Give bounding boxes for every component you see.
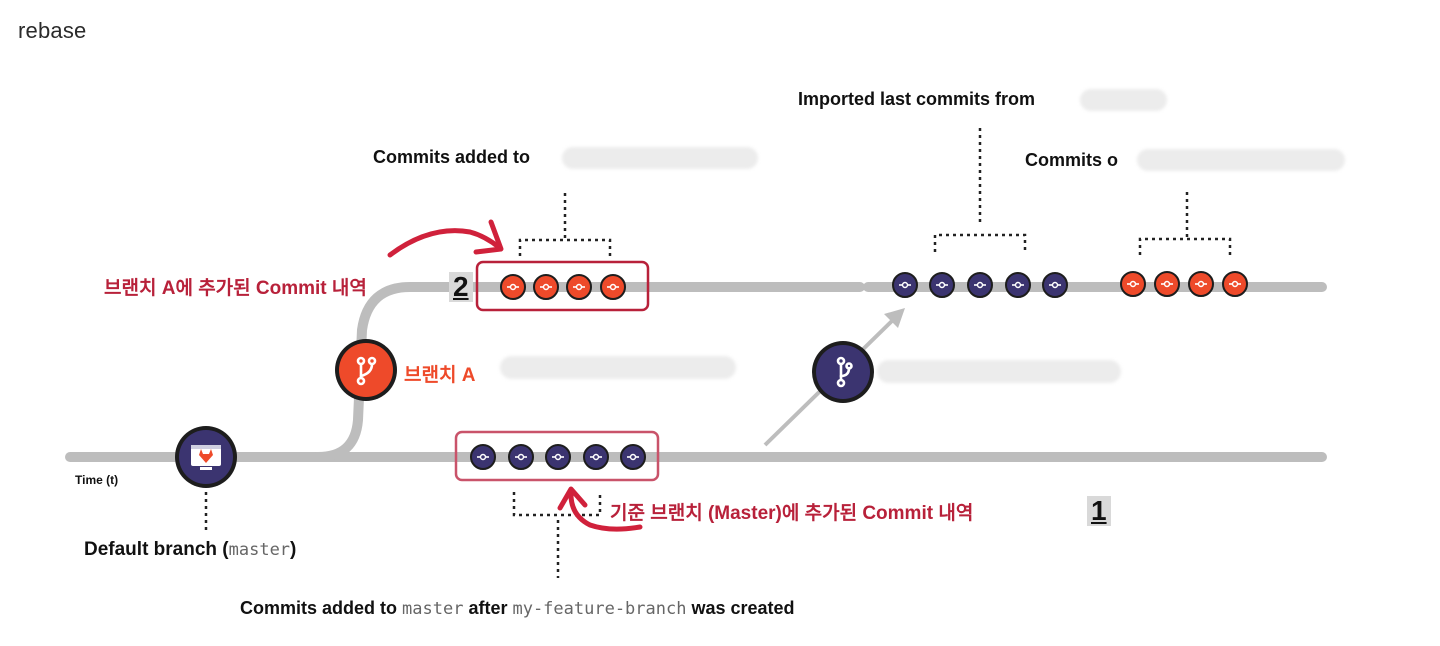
gitlab-screen-icon bbox=[175, 426, 237, 488]
commit-node bbox=[500, 274, 526, 300]
commit-node bbox=[566, 274, 592, 300]
rebase-arrow-head bbox=[884, 308, 905, 328]
commit-node bbox=[892, 272, 918, 298]
redacted-region bbox=[877, 360, 1121, 383]
rebased-commits bbox=[1120, 271, 1248, 297]
commit-node bbox=[620, 444, 646, 470]
branch-a-commits-annotation: 브랜치 A에 추가된 Commit 내역 bbox=[104, 278, 367, 299]
imported-commits bbox=[892, 272, 1068, 298]
master-commits-box bbox=[454, 430, 660, 482]
commit-node bbox=[1154, 271, 1180, 297]
commit-node bbox=[1222, 271, 1248, 297]
redacted-region bbox=[1080, 89, 1167, 111]
bottom-commits-label: Commits added to master after my-feature… bbox=[240, 598, 795, 619]
default-branch-label: Default branch (master) bbox=[84, 539, 297, 560]
redacted-region bbox=[500, 356, 736, 379]
commit-node bbox=[545, 444, 571, 470]
redacted-region bbox=[1137, 149, 1345, 171]
imported-last-commits-label: Imported last commits from bbox=[798, 89, 1036, 109]
commit-node bbox=[967, 272, 993, 298]
commit-node bbox=[1188, 271, 1214, 297]
commit-node bbox=[929, 272, 955, 298]
redacted-region bbox=[562, 147, 758, 169]
master-commits bbox=[470, 444, 646, 470]
annotation-number-1: 1 bbox=[1087, 496, 1111, 526]
commit-node bbox=[533, 274, 559, 300]
commit-node bbox=[583, 444, 609, 470]
commit-node bbox=[600, 274, 626, 300]
page-title: rebase bbox=[18, 18, 87, 43]
commit-node bbox=[1042, 272, 1068, 298]
commits-added-to-label: Commits added to bbox=[373, 147, 531, 167]
branch-a-label: 브랜치 A bbox=[404, 365, 476, 386]
branch-a-commits bbox=[500, 274, 626, 300]
branch-a-track bbox=[313, 282, 865, 462]
commit-node bbox=[1005, 272, 1031, 298]
master-commits-annotation: 기준 브랜치 (Master)에 추가된 Commit 내역 bbox=[610, 503, 974, 524]
handdrawn-arrows bbox=[387, 219, 643, 532]
commits-of-label: Commits o bbox=[1025, 150, 1119, 170]
git-branch-icon bbox=[335, 339, 397, 401]
branch-a-commits-box bbox=[475, 260, 650, 312]
time-axis-label: Time (t) bbox=[75, 473, 119, 487]
annotation-number-2: 2 bbox=[449, 272, 473, 302]
commit-node bbox=[508, 444, 534, 470]
git-merge-icon bbox=[812, 341, 874, 403]
annotation-leaders bbox=[204, 128, 1232, 578]
commit-node bbox=[1120, 271, 1146, 297]
commit-node bbox=[470, 444, 496, 470]
